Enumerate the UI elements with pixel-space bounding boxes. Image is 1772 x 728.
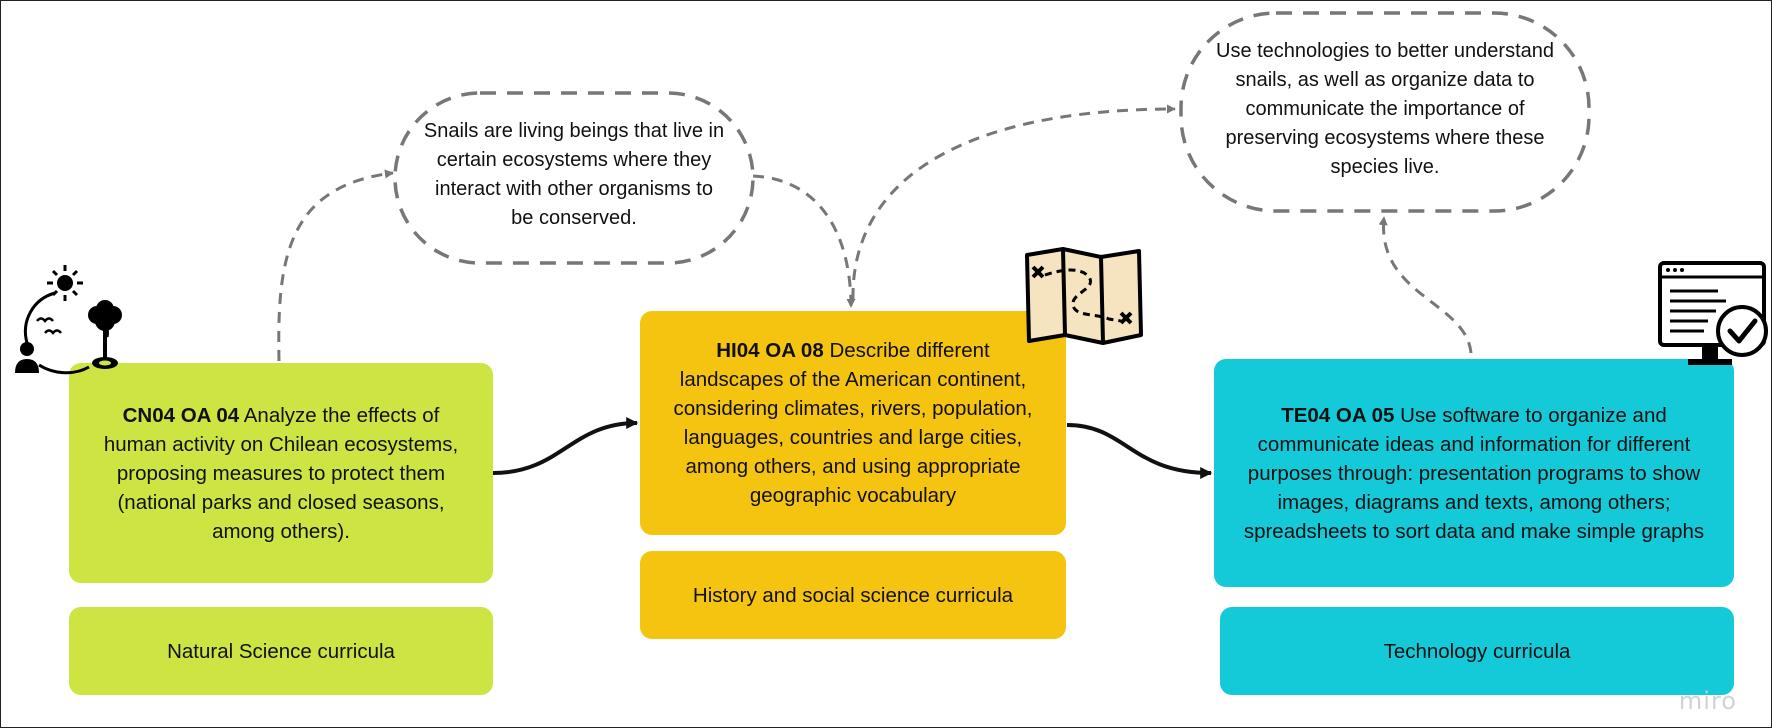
objective-code: HI04 OA 08 (716, 339, 824, 362)
dashed-connector-technology-to-cloud (1378, 216, 1473, 354)
history-objective: HI04 OA 08 Describe different landscapes… (640, 311, 1066, 535)
solid-connector-natural-to-history (492, 417, 639, 475)
objective-code: CN04 OA 04 (122, 403, 240, 427)
objective-code: TE04 OA 05 (1281, 403, 1395, 427)
dashed-connector-cloud-to-history (752, 174, 856, 308)
cloud-right-text: Use technologies to better understand sn… (1216, 40, 1554, 178)
natural-science-curriculum: Natural Science curricula (69, 607, 493, 695)
ecosystem-cycle-icon (15, 265, 122, 375)
natural-science-objective: CN04 OA 04 Analyze the effects of human … (69, 363, 493, 583)
objective-text: Use software to organize and communicate… (1243, 403, 1705, 543)
dashed-connector-history-to-cloud (851, 104, 1176, 300)
miro-watermark: miro (1678, 687, 1737, 715)
cloud-right-outline (1179, 11, 1591, 213)
cloud-left-outline (393, 91, 755, 265)
history-curriculum: History and social science curricula (640, 551, 1066, 639)
objective-text: Describe different landscapes of the Ame… (673, 339, 1033, 507)
dashed-connector-natural-to-cloud (277, 169, 394, 362)
technology-curriculum: Technology curricula (1220, 607, 1734, 695)
objective-text: Analyze the effects of human activity on… (103, 403, 459, 543)
solid-connector-history-to-technology (1066, 423, 1213, 479)
treasure-map-icon (1025, 247, 1143, 345)
computer-checkmark-icon (1658, 261, 1768, 365)
technology-objective: TE04 OA 05 Use software to organize and … (1214, 359, 1734, 587)
cloud-left-text: Snails are living beings that live in ce… (423, 120, 725, 229)
